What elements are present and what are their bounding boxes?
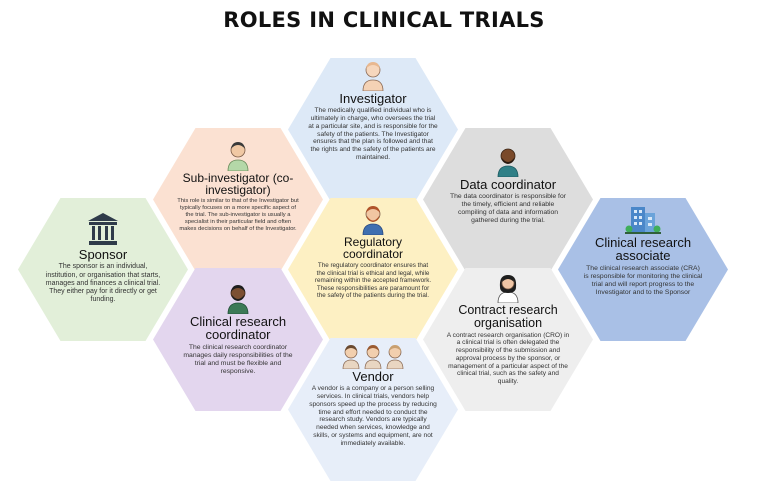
role-sub-investigator: Sub-investigator (co-investigator) This … [176,139,300,233]
role-description: The medically qualified individual who i… [308,107,438,161]
bank-icon [88,213,118,245]
person-icon [362,62,384,91]
role-description: This role is similar to that of the Inve… [177,198,299,232]
role-description: The clinical research associate (CRA) is… [583,264,703,296]
role-description: The clinical research coordinator manage… [183,343,293,375]
role-name: Data coordinator [459,177,557,192]
role-name: Vendor [352,369,394,384]
role-regulatory-coordinator: Regulatory coordinator The regulatory co… [313,203,433,300]
role-name: Clinical research coordinator [189,314,287,343]
role-name: Sub-investigator (co-investigator) [182,171,294,198]
role-investigator: Investigator The medically qualified ind… [308,59,438,162]
person-icon [497,148,519,177]
role-vendor: Vendor A vendor is a company or a person… [308,341,438,447]
role-clinical-research-coordinator: Clinical research coordinator The clinic… [178,282,298,376]
role-sponsor: Sponsor The sponsor is an individual, in… [43,211,163,305]
page-title: ROLES IN CLINICAL TRIALS [223,8,545,32]
role-description: The regulatory coordinator ensures that … [314,262,432,300]
role-name: Sponsor [78,247,128,262]
person-icon [497,275,519,303]
role-contract-research-organisation: Contract research organisation A contrac… [446,271,570,386]
person-icon [227,142,249,171]
role-name: Contract research organisation [458,303,558,330]
role-name: Regulatory coordinator [342,235,404,262]
role-name: Investigator [339,91,407,106]
building-icon [625,207,661,234]
person-icon [227,285,249,314]
role-description: A vendor is a company or a person sellin… [309,385,437,447]
role-data-coordinator: Data coordinator The data coordinator is… [448,145,568,225]
person-icon [362,206,384,235]
role-description: The data coordinator is responsible for … [450,193,566,225]
role-description: A contract research organisation (CRO) i… [446,331,570,386]
role-name: Clinical research associate [594,235,692,264]
group-icon [342,345,404,369]
role-clinical-research-associate: Clinical research associate The clinical… [583,201,703,297]
role-description: The sponsor is an individual, institutio… [45,263,161,304]
